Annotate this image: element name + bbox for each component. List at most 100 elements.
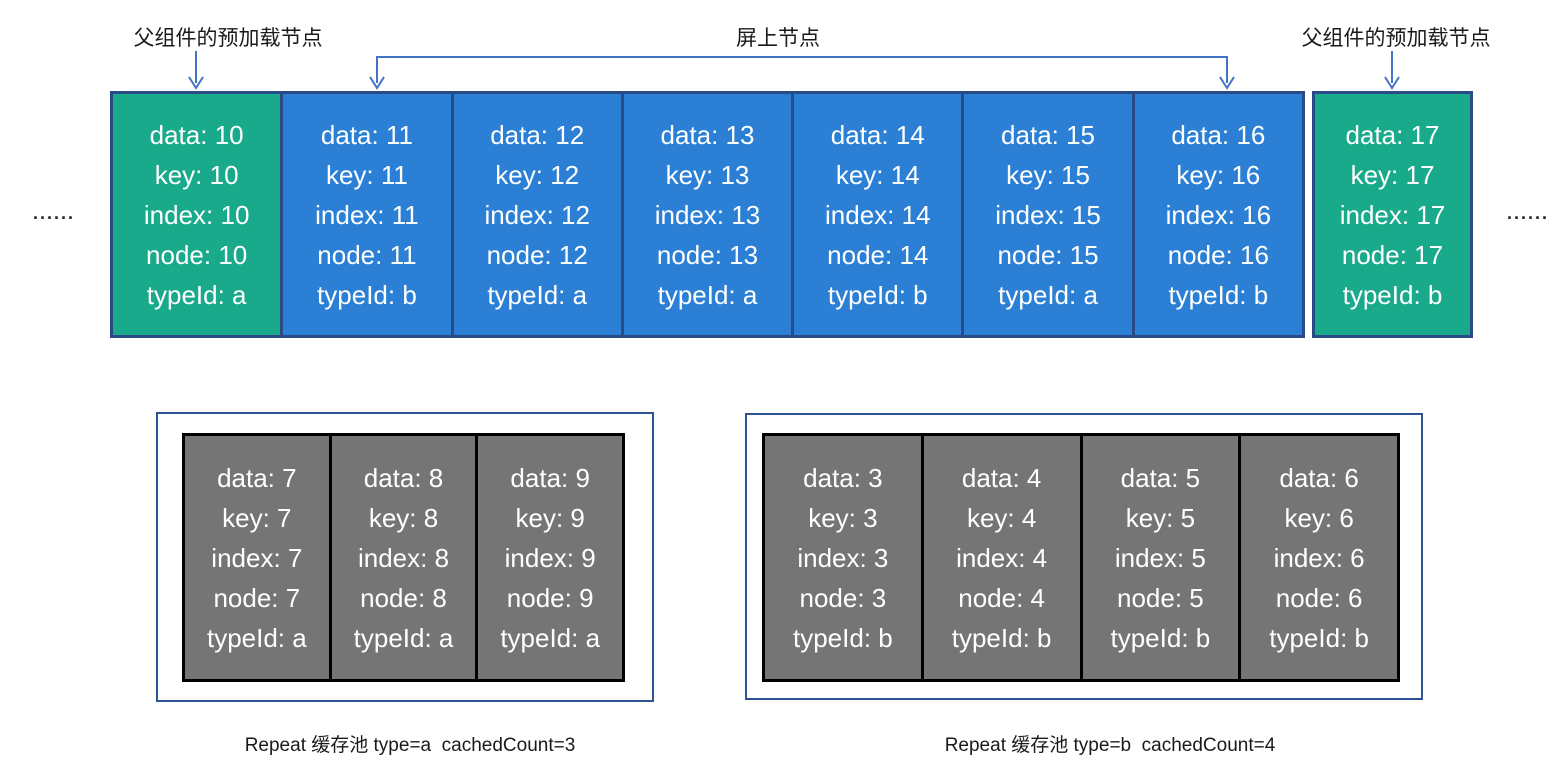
node-field: index: 13 (654, 199, 761, 230)
cache-pool-b-cards: data: 3 key: 3 index: 3 node: 3 typeId: b da… (762, 433, 1400, 682)
node-field: key: 6 (1284, 502, 1354, 533)
node-field: key: 11 (325, 159, 408, 190)
node-field: index: 10 (143, 199, 250, 230)
node-field: index: 7 (211, 542, 303, 573)
node-field: key: 17 (1350, 159, 1435, 190)
cached-card-6: data: 6 key: 6 index: 6 node: 6 typeId: b (1241, 436, 1397, 679)
node-field: data: 8 (363, 462, 444, 493)
node-field: node: 13 (656, 239, 759, 270)
node-field: index: 15 (995, 199, 1101, 230)
node-card-11: data: 11 key: 11 index: 11 node: 11 typeId: … (283, 94, 451, 335)
node-field: data: 9 (510, 462, 590, 493)
node-field: typeId: b (827, 279, 928, 310)
node-field: typeId: b (317, 279, 417, 310)
node-field: key: 7 (222, 502, 292, 533)
row-gap (1305, 91, 1312, 338)
node-field: typeId: a (487, 279, 588, 310)
node-field: typeId: a (657, 279, 758, 310)
node-field: node: 15 (997, 239, 1099, 270)
cached-card-7: data: 7 key: 7 index: 7 node: 7 typeId: a (185, 436, 329, 679)
node-field: typeId: a (353, 622, 454, 653)
node-field: typeId: b (951, 622, 1052, 653)
node-field: node: 8 (360, 582, 447, 613)
node-field: index: 4 (956, 542, 1048, 573)
node-field: key: 14 (835, 159, 920, 190)
node-field: index: 5 (1114, 542, 1206, 573)
node-field: data: 4 (961, 462, 1042, 493)
node-field: key: 3 (808, 502, 878, 533)
arrowhead-bracket-left (369, 76, 385, 90)
cached-card-8: data: 8 key: 8 index: 8 node: 8 typeId: a (331, 436, 476, 679)
node-field: index: 6 (1273, 542, 1365, 573)
node-field: node: 16 (1167, 239, 1269, 270)
node-field: key: 4 (966, 502, 1037, 533)
node-field: key: 10 (154, 159, 239, 190)
ellipsis-left: ...... (32, 203, 75, 223)
node-field: index: 8 (357, 542, 450, 573)
node-field: key: 12 (495, 159, 580, 190)
node-field: index: 16 (1165, 199, 1272, 230)
node-field: typeId: a (206, 622, 307, 653)
cache-pool-a-cards: data: 7 key: 7 index: 7 node: 7 typeId: a da… (182, 433, 625, 682)
node-field: node: 9 (506, 582, 594, 613)
node-field: data: 6 (1279, 462, 1359, 493)
node-field: node: 14 (827, 239, 929, 270)
label-preload-left: 父组件的预加载节点 (133, 27, 323, 50)
node-field: data: 15 (1001, 119, 1096, 150)
node-field: data: 13 (660, 119, 755, 150)
node-card-14: data: 14 key: 14 index: 14 node: 14 typeId: … (794, 94, 962, 335)
node-field: data: 11 (320, 119, 413, 150)
node-field: typeId: a (146, 279, 247, 310)
node-field: typeId: b (1269, 622, 1369, 653)
node-field: data: 14 (830, 119, 925, 150)
cached-card-4: data: 4 key: 4 index: 4 node: 4 typeId: b (923, 436, 1080, 679)
node-field: node: 3 (799, 582, 887, 613)
node-field: data: 7 (217, 462, 297, 493)
node-card-12: data: 12 key: 12 index: 12 node: 12 typeId: … (453, 94, 621, 335)
node-field: key: 16 (1176, 159, 1261, 190)
node-field: node: 7 (213, 582, 301, 613)
node-card-16: data: 16 key: 16 index: 16 node: 16 typeId: … (1134, 94, 1302, 335)
node-card-13: data: 13 key: 13 index: 13 node: 13 typeId: … (623, 94, 792, 335)
node-field: data: 16 (1171, 119, 1266, 150)
node-card-15: data: 15 key: 15 index: 15 node: 15 typeId: … (964, 94, 1132, 335)
ellipsis-right: ...... (1506, 203, 1549, 223)
cache-pool-b-caption: Repeat 缓存池 type=b cachedCount=4 (944, 735, 1276, 756)
node-field: index: 14 (825, 199, 931, 230)
node-field: typeId: b (1168, 279, 1269, 310)
node-field: key: 15 (1006, 159, 1090, 190)
arrowhead-preload-right (1384, 76, 1400, 90)
node-field: data: 10 (149, 119, 244, 150)
arrowhead-preload-left (188, 76, 204, 90)
cached-card-3: data: 3 key: 3 index: 3 node: 3 typeId: b (765, 436, 921, 679)
node-field: node: 12 (486, 239, 588, 270)
node-field: node: 6 (1275, 582, 1363, 613)
node-field: index: 9 (504, 542, 596, 573)
node-field: data: 12 (490, 119, 585, 150)
onscreen-bracket (376, 56, 1228, 83)
cache-pool-a-caption: Repeat 缓存池 type=a cachedCount=3 (244, 735, 576, 756)
node-field: index: 3 (797, 542, 889, 573)
node-field: index: 11 (315, 199, 419, 230)
node-field: key: 13 (665, 159, 750, 190)
node-field: node: 17 (1341, 239, 1444, 270)
node-field: key: 5 (1125, 502, 1196, 533)
node-field: node: 4 (958, 582, 1045, 613)
arrowhead-bracket-right (1219, 76, 1235, 90)
node-field: data: 17 (1345, 119, 1440, 150)
node-field: node: 5 (1117, 582, 1204, 613)
node-field: typeId: a (998, 279, 1098, 310)
node-field: typeId: b (1342, 279, 1443, 310)
node-field: index: 12 (484, 199, 590, 230)
node-field: typeId: b (793, 622, 893, 653)
node-field: node: 11 (317, 239, 417, 270)
node-field: data: 5 (1120, 462, 1201, 493)
node-field: key: 8 (368, 502, 439, 533)
node-field: data: 3 (803, 462, 883, 493)
